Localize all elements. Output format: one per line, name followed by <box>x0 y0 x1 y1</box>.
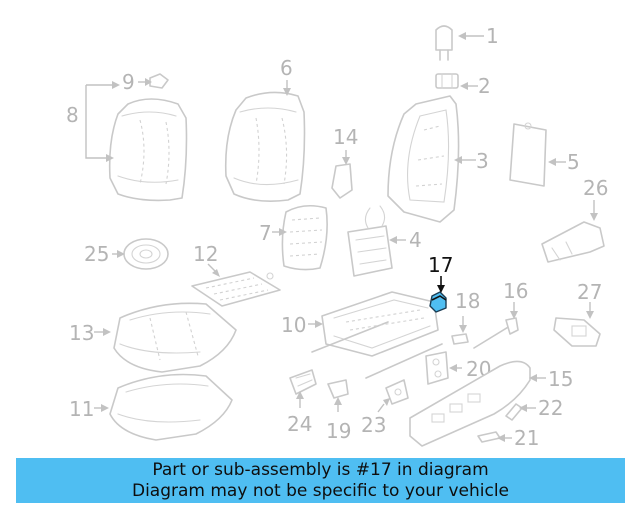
part-21-knob <box>477 431 501 443</box>
label-19: 19 <box>326 419 351 443</box>
label-13: 13 <box>69 321 94 345</box>
part-10-seat-frame <box>311 291 443 379</box>
part-12-heater-mat <box>191 271 281 307</box>
part-18-cap <box>451 333 469 345</box>
label-14: 14 <box>333 125 358 149</box>
part-16-rod <box>473 317 519 349</box>
label-17: 17 <box>428 253 453 277</box>
label-25: 25 <box>84 242 109 266</box>
part-5-back-panel <box>509 122 547 187</box>
part-13-cushion-cover <box>113 302 237 373</box>
info-banner: Part or sub-assembly is #17 in diagram D… <box>16 458 625 503</box>
label-12: 12 <box>193 242 218 266</box>
part-15-side-trim <box>409 360 531 447</box>
label-8: 8 <box>66 103 79 127</box>
label-11: 11 <box>69 397 94 421</box>
label-9: 9 <box>122 70 135 94</box>
part-20-bracket <box>425 351 449 385</box>
label-21: 21 <box>514 426 539 450</box>
part-9-clip <box>149 73 169 89</box>
part-8-seat-back-cover <box>108 98 188 202</box>
part-14-bracket <box>331 163 353 199</box>
part-25-speaker <box>123 238 169 270</box>
label-23: 23 <box>361 413 386 437</box>
label-3: 3 <box>476 149 489 173</box>
label-6: 6 <box>280 56 293 80</box>
part-11-cushion-pad <box>109 373 233 441</box>
part-2-headrest-guide <box>435 73 459 89</box>
banner-line-disclaimer: Diagram may not be specific to your vehi… <box>131 480 509 501</box>
part-23-bracket <box>385 379 409 405</box>
part-4-wiring-module <box>347 205 393 277</box>
part-26-motor <box>541 221 605 263</box>
label-27: 27 <box>577 280 602 304</box>
label-26: 26 <box>583 176 608 200</box>
part-24-cover <box>289 369 317 395</box>
label-22: 22 <box>538 396 563 420</box>
part-3-seat-back-frame <box>387 95 460 223</box>
label-10: 10 <box>281 313 306 337</box>
part-6-seat-back-pad <box>224 91 306 202</box>
label-1: 1 <box>486 24 499 48</box>
part-27-switch <box>553 317 601 347</box>
label-24: 24 <box>287 412 312 436</box>
banner-line-part: Part or sub-assembly is #17 in diagram <box>152 459 489 480</box>
part-19-clip <box>327 379 349 399</box>
part-1-headrest <box>435 25 453 61</box>
label-16: 16 <box>503 279 528 303</box>
part-17-highlighted <box>429 291 447 313</box>
label-4: 4 <box>409 228 422 252</box>
seat-exploded-diagram: 8 9 6 1 2 3 5 <box>66 24 608 450</box>
label-18: 18 <box>455 289 480 313</box>
part-22-trim-clip <box>505 403 523 421</box>
label-7: 7 <box>259 221 272 245</box>
label-15: 15 <box>548 367 573 391</box>
label-5: 5 <box>567 150 580 174</box>
label-2: 2 <box>478 74 491 98</box>
part-7-lumbar-support <box>281 204 328 271</box>
